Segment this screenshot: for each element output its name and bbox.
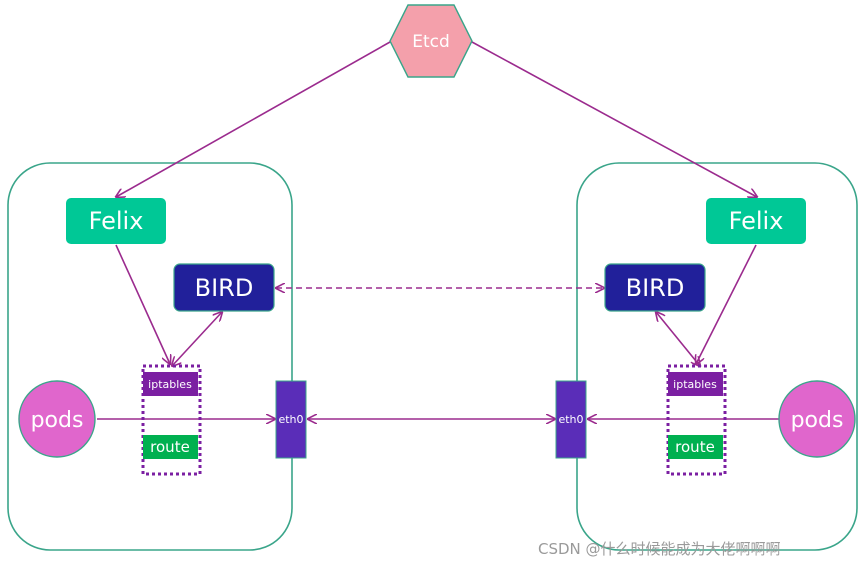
left-route-box [143,435,198,459]
left-felix-to-iptables-arrow [115,244,170,364]
left-bird-box [173,263,275,312]
left-eth0-label: eth0 [278,413,303,426]
right-node-container [576,162,858,551]
left-netfilter-group [141,364,202,476]
watermark: CSDN @什么时候能成为大佬啊啊啊 [538,540,781,558]
left-iptables-label: iptables [148,378,192,391]
left-route-label: route [150,438,190,456]
right-bird-box [604,263,706,312]
right-eth0-box [555,380,587,459]
etcd-hexagon [389,4,473,78]
etcd-to-left-felix-arrow [116,41,391,197]
right-netfilter-group [666,364,727,476]
left-felix-box [66,198,166,244]
left-eth0-box [275,380,307,459]
etcd-to-right-felix-arrow [471,41,757,197]
right-pods-label: pods [791,408,844,433]
right-pods-circle [778,380,856,458]
etcd-label: Etcd [412,32,450,52]
right-iptables-box [668,372,723,396]
right-iptables-label: iptables [673,378,717,391]
right-route-label: route [675,438,715,456]
left-iptables-box [143,372,198,396]
left-node-container [7,162,293,551]
left-pods-circle [18,380,96,458]
right-eth0-label: eth0 [558,413,583,426]
left-bird-iptables-arrow [172,312,222,366]
left-bird-label: BIRD [195,274,254,302]
right-felix-label: Felix [729,207,784,235]
right-felix-to-iptables-arrow [696,244,757,364]
right-bird-iptables-arrow [656,312,700,366]
right-felix-box [706,198,806,244]
left-felix-label: Felix [89,207,144,235]
left-pods-label: pods [31,408,84,433]
right-bird-label: BIRD [626,274,685,302]
right-route-box [668,435,723,459]
